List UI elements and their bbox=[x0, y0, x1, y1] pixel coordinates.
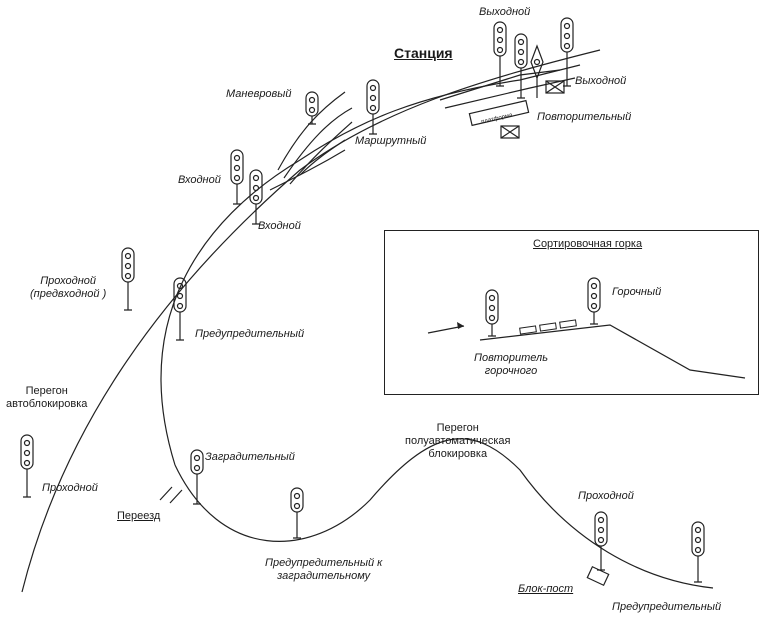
label-repeater-line1: Повторитель bbox=[474, 352, 549, 364]
label-peregon-ab-line2: автоблокировка bbox=[6, 398, 88, 410]
entry-signal-icon bbox=[230, 149, 244, 205]
crossing-mark bbox=[159, 486, 183, 504]
warning-signal-icon bbox=[173, 277, 187, 341]
hump-profile bbox=[479, 324, 746, 379]
label-pred-k-zagr-line1: Предупредительный к bbox=[265, 557, 383, 569]
repeater-signal-icon bbox=[530, 44, 544, 98]
pre-entry-signal-icon bbox=[121, 247, 135, 311]
hump-repeater-signal-icon bbox=[485, 289, 499, 337]
label-vhodnoi-2: Входной bbox=[258, 220, 301, 232]
label-prohodnoi-right: Проходной bbox=[578, 490, 634, 502]
label-peregon-pab-line1: Перегон bbox=[436, 422, 479, 434]
barrier-warning-signal-icon bbox=[290, 487, 304, 539]
yard-track-2 bbox=[283, 107, 353, 179]
track-circuit-boxes bbox=[500, 80, 610, 587]
block-signal-icon bbox=[20, 434, 34, 498]
signal-box-icon bbox=[500, 125, 520, 139]
hump-wagons bbox=[519, 319, 577, 335]
label-zagraditelnyi: Заградительный bbox=[205, 451, 295, 463]
label-pred-k-zagr: Предупредительный к заградительному bbox=[265, 557, 382, 583]
label-peregon-ab-line1: Перегон bbox=[25, 385, 68, 397]
hump-yard-inset bbox=[384, 230, 759, 395]
label-repeater: Повторитель горочного bbox=[474, 352, 548, 378]
label-predupreditelnyi-1: Предупредительный bbox=[195, 328, 305, 340]
label-povtoritelnyi: Повторительный bbox=[537, 111, 632, 123]
yard-track-5 bbox=[299, 139, 346, 176]
inset-title: Сортировочная горка bbox=[533, 238, 643, 250]
label-peregon-pab: Перегон полуавтоматическая блокировка bbox=[405, 422, 510, 461]
label-prohodnoi-left: Проходной bbox=[42, 482, 98, 494]
label-pred-k-zagr-line2: заградительному bbox=[277, 570, 371, 582]
label-peregon-pab-line2: полуавтоматическая bbox=[405, 435, 511, 447]
label-pereezd: Переезд bbox=[117, 510, 161, 522]
label-vyhodnoi-right: Выходной bbox=[575, 75, 627, 87]
yard-track-4 bbox=[269, 149, 346, 191]
label-manevrovyi: Маневровый bbox=[226, 88, 292, 100]
main-track-left bbox=[21, 49, 601, 593]
barrier-signal-icon bbox=[190, 449, 204, 505]
shunting-signal-icon bbox=[305, 91, 319, 125]
label-predupreditelnyi-2: Предупредительный bbox=[612, 601, 722, 613]
exit-signal-icon bbox=[560, 17, 574, 87]
second-line-track bbox=[174, 438, 714, 589]
label-vyhodnoi-top: Выходной bbox=[479, 6, 531, 18]
label-repeater-line2: горочного bbox=[484, 365, 538, 377]
warning-signal-icon bbox=[691, 521, 705, 583]
label-marshrutnyi: Маршрутный bbox=[355, 135, 427, 147]
station-track-1 bbox=[439, 69, 561, 101]
label-gorochnyi: Горочный bbox=[612, 286, 662, 298]
exit-signal-icon bbox=[493, 21, 507, 87]
label-vhodnoi-1: Входной bbox=[178, 174, 221, 186]
entry-signal-icon bbox=[249, 169, 263, 225]
exit-signal-icon bbox=[514, 33, 528, 99]
signal-box-icon bbox=[545, 80, 565, 94]
platform bbox=[468, 99, 530, 127]
block-signal-icon bbox=[594, 511, 608, 571]
hump-signal-icon bbox=[587, 277, 601, 325]
main-track-right bbox=[160, 64, 581, 466]
station-title: Станция bbox=[394, 45, 453, 61]
arrow-head bbox=[457, 322, 464, 329]
route-signal-icon bbox=[366, 79, 380, 135]
label-prohodnoi-pred-line1: Проходной bbox=[40, 275, 97, 287]
label-peregon-ab: Перегон автоблокировка bbox=[6, 385, 87, 411]
label-prohodnoi-pred: Проходной (предвходной ) bbox=[30, 275, 106, 301]
label-peregon-pab-line3: блокировка bbox=[428, 448, 488, 460]
label-blok-post: Блок-пост bbox=[518, 583, 574, 595]
yard-track-1 bbox=[277, 91, 346, 171]
label-prohodnoi-pred-line2: (предвходной ) bbox=[30, 288, 107, 300]
